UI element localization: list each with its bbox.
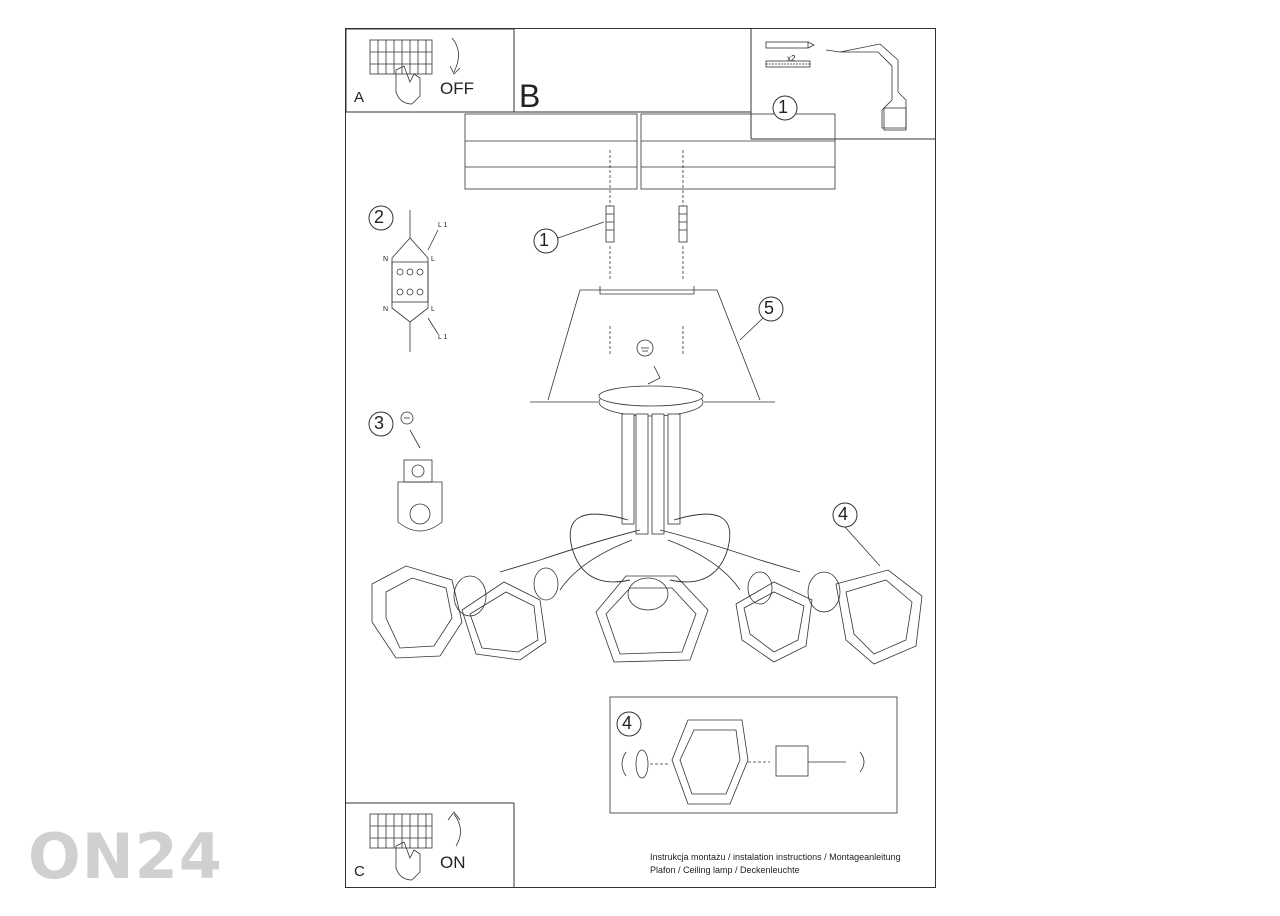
lamp-canopy [598,385,704,535]
footer-instructions: Instrukcja montażu / instalation instruc… [650,852,901,862]
panel-a-frame [345,28,515,113]
step-4-detail-marker [616,711,642,737]
panel-b-letter: B [519,78,541,114]
step-3-marker [368,411,394,437]
step-3-number: 3 [374,413,385,433]
tools-icon [765,41,907,131]
step-2-number: 2 [374,207,385,227]
switch-off-icon [369,37,461,105]
wire-l1-top: L 1 [438,222,448,229]
footer-product-type: Plafon / Ceiling lamp / Deckenleuchte [650,865,800,875]
cage-shades [371,565,923,665]
wire-l-top: L [431,256,435,263]
lamp-arms [499,513,801,591]
step-4-detail [609,696,898,814]
ground-connector-icon [397,411,443,532]
panel-c-letter: C [354,863,365,880]
wire-l-bottom: L [431,306,435,313]
canopy-plate [530,286,775,403]
off-label: OFF [440,79,474,98]
wall-plugs [605,205,688,280]
step-1-marker [533,228,559,254]
wire-l1-bottom: L 1 [438,334,448,341]
step-5-number: 5 [764,298,775,318]
on-label: ON [440,853,466,872]
panel-a-letter: A [354,89,365,106]
step-2-marker [368,205,394,231]
step-1-tools-number: 1 [778,97,789,117]
wire-n-bottom: N [383,306,389,313]
step-5-marker [758,296,784,322]
step-1-tools-marker [772,95,798,121]
on24-watermark: ON24 [28,820,223,893]
step-1-number: 1 [539,230,550,250]
switch-on-icon [369,811,461,881]
terminal-block-icon [391,210,439,352]
step-4-number: 4 [838,504,849,524]
step-4-detail-number: 4 [622,713,633,733]
quantity-label: x2 [787,54,796,63]
wire-n-top: N [383,256,389,263]
ceiling-boards [464,113,836,210]
